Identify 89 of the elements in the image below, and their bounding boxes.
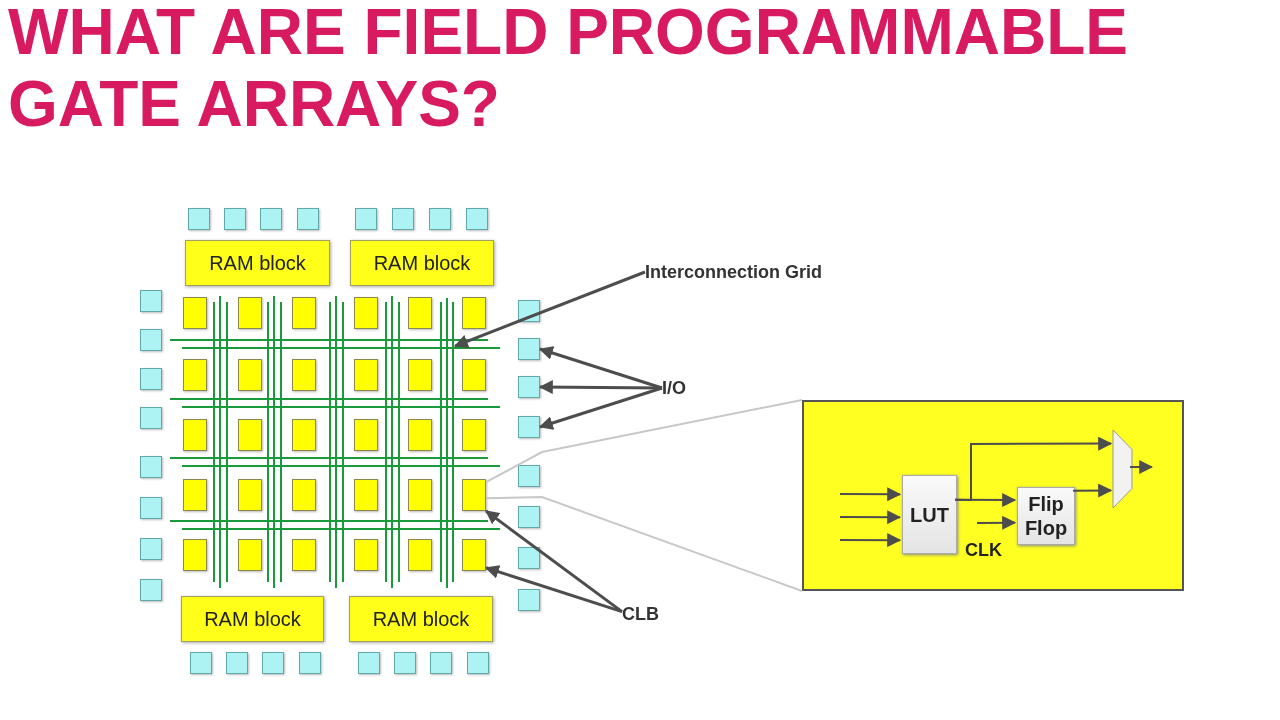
multiplexer-symbol xyxy=(1113,430,1132,508)
arrow xyxy=(954,436,1113,501)
leader-line xyxy=(453,270,646,348)
io-pad xyxy=(358,652,380,674)
io-pad xyxy=(140,368,162,390)
io-pad xyxy=(140,407,162,429)
io-pad xyxy=(355,208,377,230)
arrow xyxy=(839,487,902,502)
io-pad xyxy=(518,376,540,398)
logic-block xyxy=(354,297,378,329)
logic-block xyxy=(183,419,207,451)
leader-line xyxy=(538,386,663,430)
logic-block xyxy=(408,479,432,511)
logic-block xyxy=(183,297,207,329)
io-pad xyxy=(518,416,540,438)
io-pad xyxy=(467,652,489,674)
logic-block xyxy=(238,539,262,571)
io-pad xyxy=(518,589,540,611)
ram-block: RAM block xyxy=(349,596,493,642)
logic-block xyxy=(354,479,378,511)
leader-line xyxy=(484,565,623,614)
flip-flop-block: Flip Flop xyxy=(1017,487,1075,545)
logic-block xyxy=(408,297,432,329)
io-pad xyxy=(140,290,162,312)
logic-block xyxy=(462,359,486,391)
io-pad xyxy=(518,465,540,487)
logic-block xyxy=(183,359,207,391)
logic-block xyxy=(238,419,262,451)
io-pad xyxy=(140,497,162,519)
logic-block xyxy=(292,419,316,451)
logic-block xyxy=(354,419,378,451)
io-pad xyxy=(429,208,451,230)
logic-block xyxy=(238,479,262,511)
io-pad xyxy=(224,208,246,230)
leader-line xyxy=(538,380,662,395)
title: WHAT ARE FIELD PROGRAMMABLE GATE ARRAYS? xyxy=(8,0,1129,140)
logic-block xyxy=(292,539,316,571)
io-pad xyxy=(226,652,248,674)
logic-block xyxy=(292,297,316,329)
logic-block xyxy=(462,479,486,511)
arrow xyxy=(1072,483,1113,498)
arrow xyxy=(839,510,902,525)
io-pad xyxy=(262,652,284,674)
io-pad xyxy=(466,208,488,230)
io-pad xyxy=(299,652,321,674)
logic-block xyxy=(183,479,207,511)
logic-block xyxy=(408,419,432,451)
logic-block xyxy=(408,359,432,391)
logic-block xyxy=(238,359,262,391)
arrow xyxy=(976,515,1017,530)
logic-block xyxy=(462,419,486,451)
io-pad xyxy=(190,652,212,674)
logic-block xyxy=(238,297,262,329)
io-pad xyxy=(430,652,452,674)
leader-line xyxy=(485,509,623,613)
logic-block xyxy=(462,297,486,329)
io-pad xyxy=(140,329,162,351)
callout-label: I/O xyxy=(662,376,702,400)
zoom-line xyxy=(485,399,803,484)
zoom-line xyxy=(485,496,803,592)
io-pad xyxy=(140,579,162,601)
logic-block xyxy=(462,539,486,571)
arrow xyxy=(1129,460,1154,474)
io-pad xyxy=(140,456,162,478)
io-pad xyxy=(518,547,540,569)
io-pad xyxy=(140,538,162,560)
logic-block xyxy=(354,539,378,571)
callout-label: Interconnection Grid xyxy=(645,260,875,284)
logic-block xyxy=(292,359,316,391)
logic-block xyxy=(408,539,432,571)
lut-block: LUT xyxy=(902,475,957,554)
ram-block: RAM block xyxy=(181,596,324,642)
callout-label: CLB xyxy=(622,602,672,626)
io-pad xyxy=(394,652,416,674)
io-pad xyxy=(392,208,414,230)
io-pad xyxy=(260,208,282,230)
ram-block: RAM block xyxy=(350,240,494,286)
zoom-inset-panel xyxy=(802,400,1184,591)
signal-label: CLK xyxy=(965,540,1002,561)
io-pad xyxy=(188,208,210,230)
io-pad xyxy=(518,338,540,360)
interconnect-lines xyxy=(439,298,455,588)
ram-block: RAM block xyxy=(185,240,330,286)
io-pad xyxy=(518,506,540,528)
logic-block xyxy=(183,539,207,571)
io-pad xyxy=(297,208,319,230)
logic-block xyxy=(292,479,316,511)
arrow xyxy=(839,533,902,548)
logic-block xyxy=(354,359,378,391)
